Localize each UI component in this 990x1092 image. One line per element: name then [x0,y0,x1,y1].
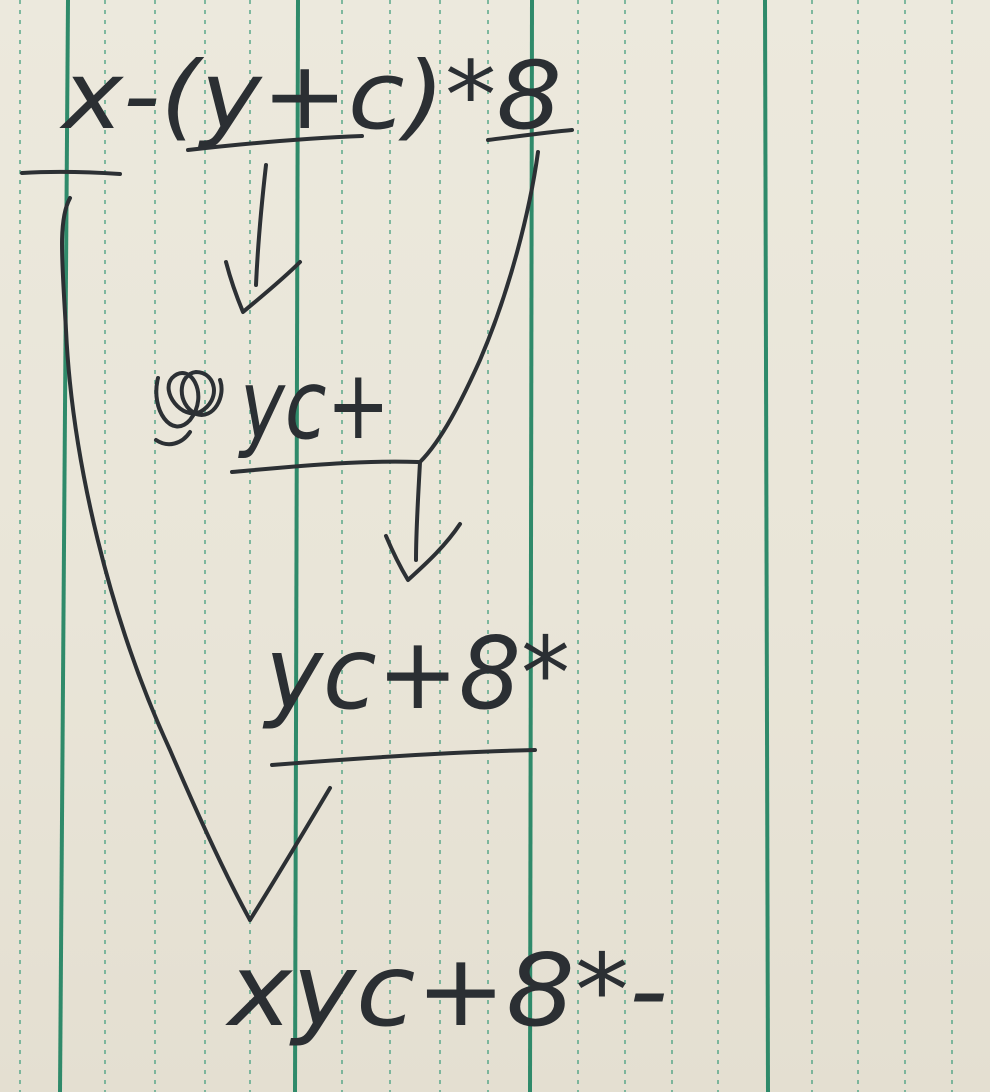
note-line-3: yc+8* [262,615,570,732]
note-line-2: yc+ [238,349,390,461]
scribble-mark [154,370,224,447]
handwritten-text: x-(y+c)*8 yc+ yc+8* xyc+8*- [59,42,668,1049]
paper-ruling [19,0,953,1092]
underline-strokes [20,128,574,767]
note-line-1: x-(y+c)*8 [59,42,562,151]
note-line-4: xyc+8*- [225,932,668,1049]
arrow-strokes [60,150,540,922]
